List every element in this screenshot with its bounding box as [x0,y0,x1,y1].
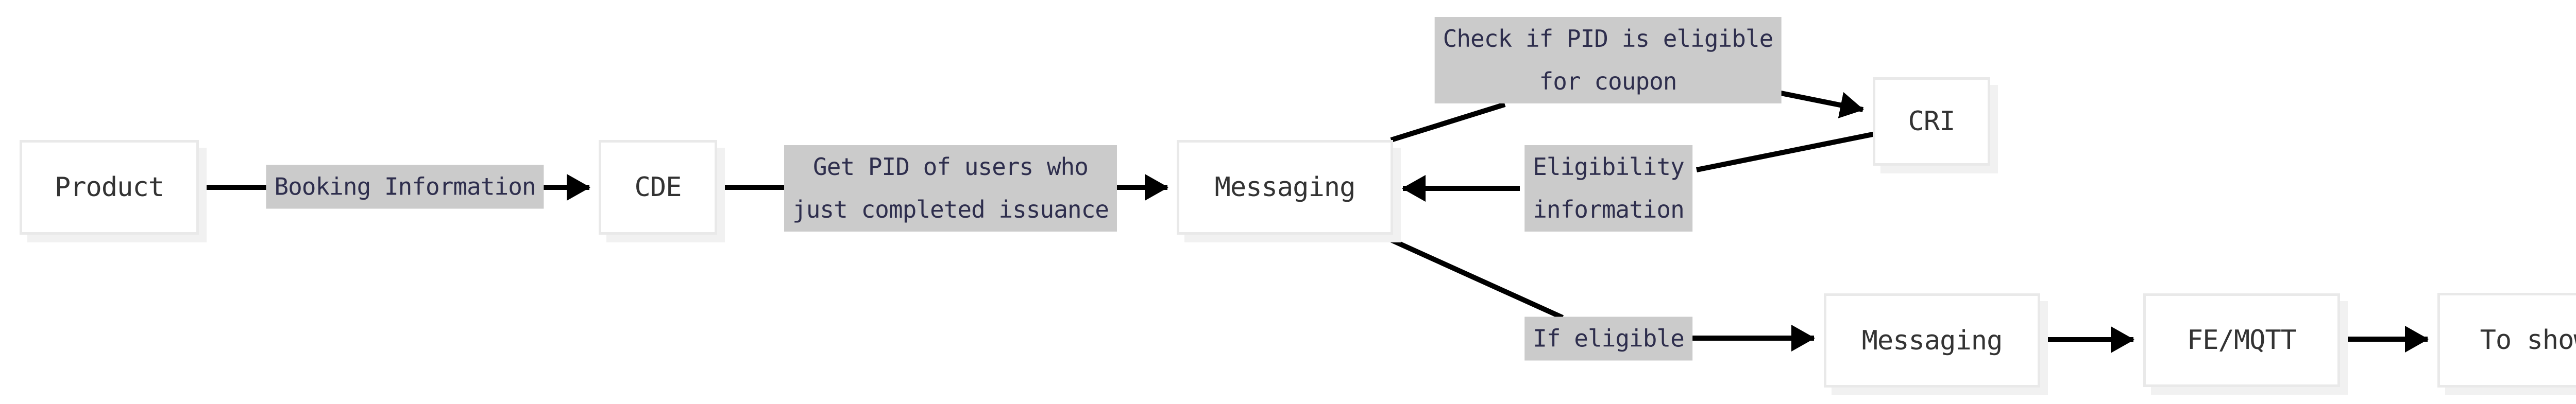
node-to-show-mqtt-popup-label: To show MQTT Pop-up [2480,325,2576,356]
node-cri: CRI [1873,77,1990,166]
arrow-check-label-to-cri [1770,89,1864,118]
node-messaging-1: Messaging [1177,140,1393,235]
node-product: Product [20,140,199,235]
node-fe-mqtt: FE/MQTT [2143,293,2340,387]
node-messaging-2-label: Messaging [1861,325,2003,356]
edge-label-booking-information: Booking Information [266,165,544,209]
arrow-cri-to-eligibility-label [1696,131,1876,172]
node-product-label: Product [54,172,164,203]
node-to-show-mqtt-popup: To show MQTT Pop-up [2437,293,2576,388]
node-messaging-1-label: Messaging [1214,172,1356,203]
edge-label-eligibility-information: Eligibility information [1524,145,1692,232]
arrow-messaging-to-if-eligible-label [1380,233,1564,320]
node-cde: CDE [599,140,717,235]
edge-label-check-eligible: Check if PID is eligible for coupon [1434,17,1782,103]
edge-label-get-pid: Get PID of users who just completed issu… [784,145,1117,232]
arrow-messaging-to-check-label [1390,102,1506,143]
node-cde-label: CDE [634,172,682,203]
node-fe-mqtt-label: FE/MQTT [2187,325,2297,356]
node-messaging-2: Messaging [1824,293,2040,388]
node-cri-label: CRI [1908,106,1956,137]
edge-label-if-eligible: If eligible [1524,317,1692,361]
